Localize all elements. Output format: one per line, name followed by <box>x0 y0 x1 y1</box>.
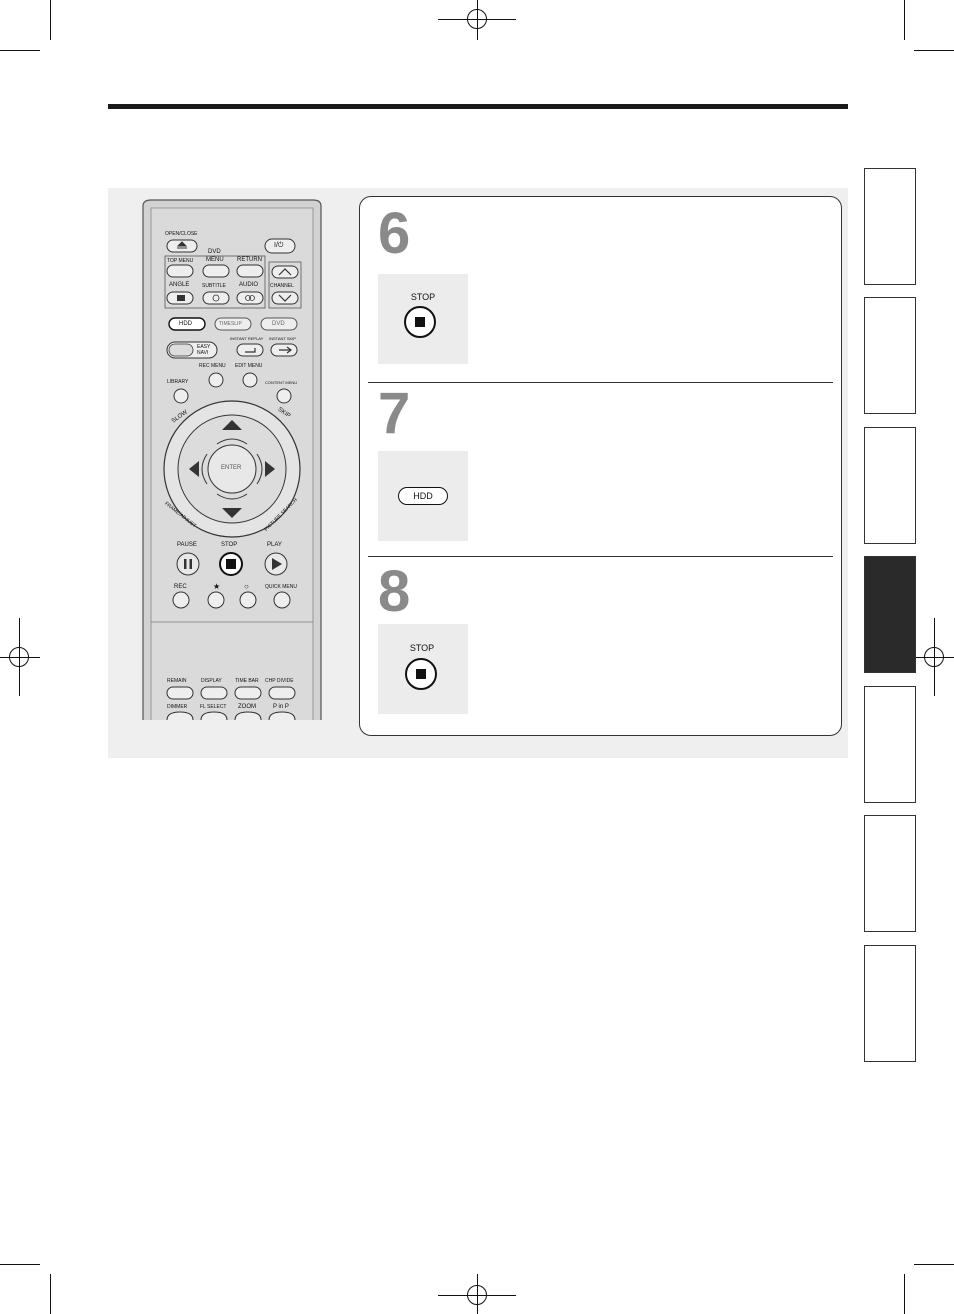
remote-label-rec: REC <box>174 584 187 590</box>
crop-mark <box>50 1274 51 1314</box>
circle-icon: ○ <box>244 582 249 591</box>
remote-label-dvd: DVD <box>208 249 221 255</box>
remote-label-display: DISPLAY <box>201 678 222 684</box>
button-tile-stop: STOP <box>378 274 468 364</box>
remote-label-dvd-button: DVD <box>272 321 285 327</box>
step-divider <box>368 556 833 557</box>
remote-hdd-button: HDD <box>179 321 192 327</box>
remote-label-stop: STOP <box>221 542 238 548</box>
step-number: 8 <box>378 559 410 624</box>
side-tab <box>864 945 916 1062</box>
remote-label-dimmer: DIMMER <box>167 704 188 710</box>
remote-label-audio: AUDIO <box>239 282 259 288</box>
side-tab-active <box>864 556 916 673</box>
remote-label-navi: NAVI <box>197 350 209 356</box>
button-tile-hdd: HDD <box>378 451 468 541</box>
remote-label-remain: REMAIN <box>167 678 187 684</box>
button-caption: STOP <box>409 643 435 653</box>
star-icon: ★ <box>213 582 221 591</box>
remote-label-fl-select: FL SELECT <box>200 704 227 710</box>
stop-button-icon <box>404 306 436 338</box>
crop-mark <box>50 0 51 40</box>
remote-label-pause: PAUSE <box>177 542 197 548</box>
remote-label-easy: EASY <box>197 344 211 350</box>
remote-label-rec-menu: REC MENU <box>199 363 226 369</box>
remote-label-instant-skip: INSTANT SKIP <box>269 336 296 341</box>
remote-label-menu: MENU <box>206 257 224 263</box>
crop-mark <box>904 0 905 40</box>
remote-label-zoom: ZOOM <box>238 704 256 710</box>
remote-label-instant-replay: INSTANT REPLAY <box>230 336 264 341</box>
crop-mark <box>914 50 954 51</box>
button-caption: STOP <box>410 292 436 302</box>
remote-label-angle: ANGLE <box>169 282 190 288</box>
remote-control-illustration: OPEN/CLOSE I/⏻ DVD TOP MENU MENU RETURN … <box>141 198 323 721</box>
step-number: 6 <box>378 201 410 266</box>
remote-label-return: RETURN <box>237 257 262 263</box>
side-tab <box>864 815 916 932</box>
remote-label-edit-menu: EDIT MENU <box>235 363 263 369</box>
side-tab <box>864 297 916 414</box>
side-tab <box>864 427 916 544</box>
button-tile-stop: STOP <box>378 624 468 714</box>
crop-mark <box>904 1274 905 1314</box>
remote-label-chp-divide: CHP DIVIDE <box>265 678 294 684</box>
remote-label-time-bar: TIME BAR <box>235 678 259 684</box>
remote-label-timeslip: TIMESLIP <box>219 321 242 327</box>
remote-label-subtitle: SUBTITLE <box>202 283 226 289</box>
step-divider <box>368 382 833 383</box>
remote-label-quick-menu: QUICK MENU <box>265 584 297 590</box>
hdd-button-icon: HDD <box>398 487 448 505</box>
remote-enter-button: ENTER <box>221 465 242 471</box>
remote-label-library: LIBRARY <box>167 379 189 385</box>
remote-label-p-in-p: P in P <box>273 704 289 710</box>
side-tab <box>864 686 916 803</box>
remote-label-open-close: OPEN/CLOSE <box>165 231 198 237</box>
remote-label-power: I/⏻ <box>274 242 284 249</box>
side-tab <box>864 168 916 285</box>
crop-mark <box>0 50 40 51</box>
remote-label-channel: CHANNEL <box>270 283 294 289</box>
remote-label-top-menu: TOP MENU <box>167 258 194 264</box>
remote-control-svg <box>142 199 322 721</box>
crop-mark <box>0 1264 40 1265</box>
stop-button-icon <box>405 658 437 690</box>
header-rule <box>108 104 848 109</box>
step-number: 7 <box>378 381 410 446</box>
crop-mark <box>914 1264 954 1265</box>
remote-label-content-menu: CONTENT MENU <box>265 380 298 385</box>
remote-label-play: PLAY <box>267 542 282 548</box>
